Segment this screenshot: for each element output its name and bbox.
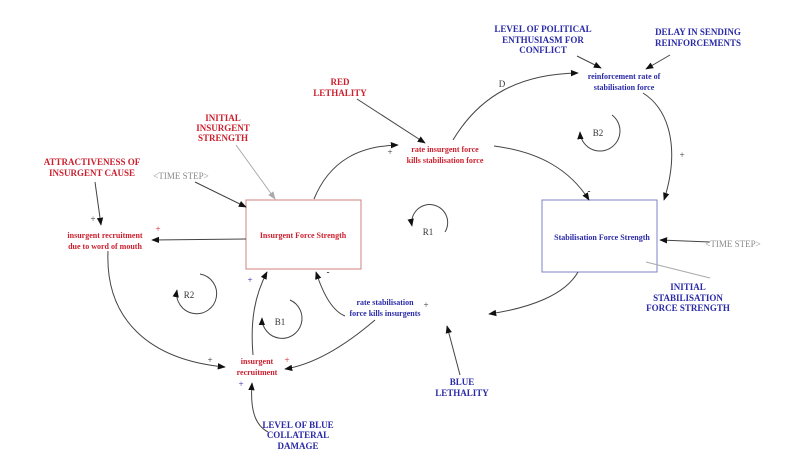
loop-b1-label: B1	[275, 317, 286, 327]
svg-text:+: +	[387, 147, 392, 157]
polarity-signs: D + + - + + - + + + + +	[90, 79, 684, 389]
loop-r2-label: R2	[184, 290, 195, 300]
insurgent-force-stock[interactable]	[245, 199, 362, 270]
svg-text:+: +	[155, 224, 160, 234]
stabilisation-force-strength-label: Stabilisation Force Strength	[554, 233, 650, 242]
svg-text:-: -	[588, 186, 591, 196]
svg-text:+: +	[679, 150, 684, 160]
time-step-left[interactable]: <TIME STEP>	[153, 171, 208, 181]
insurgent-force-strength-label: Insurgent Force Strength	[260, 231, 347, 240]
svg-text:+: +	[284, 355, 289, 365]
loop-arrows	[172, 114, 621, 339]
stabilisation-force-stock[interactable]	[541, 199, 658, 273]
loop-r1-label: R1	[423, 227, 434, 237]
svg-text:+: +	[207, 355, 212, 365]
svg-text:+: +	[90, 214, 95, 224]
loop-b2-label: B2	[593, 128, 604, 138]
svg-text:+: +	[238, 379, 243, 389]
svg-text:-: -	[327, 267, 330, 277]
svg-text:+: +	[247, 275, 252, 285]
time-step-right[interactable]: <TIME STEP>	[705, 239, 760, 249]
links	[94, 54, 711, 433]
svg-text:+: +	[423, 300, 428, 310]
svg-text:D: D	[499, 79, 506, 89]
